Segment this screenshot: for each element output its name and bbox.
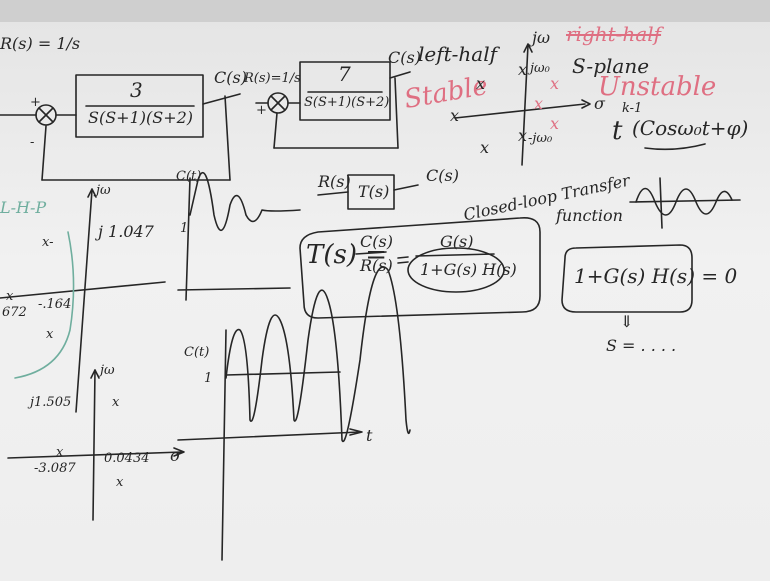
charpoly-eq: 1+G(s) H(s) = 0: [574, 266, 737, 286]
bottom-sigma: σ: [170, 448, 181, 464]
plot2-label: C(t): [184, 346, 209, 359]
bottom-jw: jω: [100, 364, 115, 377]
resonant-cos: (Cosω₀t+φ): [632, 118, 748, 138]
bottom-pole-plot: [8, 370, 184, 520]
underline: [645, 144, 705, 149]
block2-output: C(s): [388, 50, 421, 66]
pole-mark-3: x: [480, 140, 489, 156]
left-pole-mark-3: x: [46, 328, 53, 341]
block1-denominator: S(S+1)(S+2): [88, 110, 193, 126]
lhp-label: L-H-P: [0, 200, 46, 216]
pole-mark-4: x: [518, 62, 527, 78]
bottom-pole-mark-3: x: [116, 476, 123, 489]
tf-caption-2: function: [556, 208, 623, 224]
resonant-exp: k-1: [622, 102, 642, 115]
left-half-label: left-half: [418, 44, 497, 64]
plot2-t: t: [366, 428, 372, 444]
tf-C: C(s): [426, 168, 459, 184]
block1-plus: +: [30, 96, 41, 109]
block1-numerator: 3: [130, 80, 143, 100]
block1-minus: -: [30, 136, 34, 149]
charpoly-arrow: ⇓: [620, 314, 633, 330]
bottom-v2: 0.0434: [104, 452, 150, 465]
tf-eq-frac-num: C(s): [360, 234, 393, 250]
pole-mark-5: x: [518, 128, 527, 144]
left-jw: jω: [96, 184, 111, 197]
plot1-one: 1: [180, 222, 188, 235]
block-diagram-1: [0, 75, 240, 180]
tf-eq-frac-den: R(s): [360, 258, 393, 274]
block1-output: C(s): [214, 70, 247, 86]
pole-mark-red-3: x: [550, 116, 559, 132]
block1-input: R(s) = 1/s: [0, 36, 80, 52]
bottom-pole-mark-2: x: [56, 446, 63, 459]
resonant-t: t: [612, 118, 622, 144]
bottom-j-value: j1.505: [30, 396, 71, 409]
pole-mark-red-2: x: [534, 96, 543, 112]
charpoly-s: S = . . . .: [606, 338, 676, 354]
block2-plus: +: [256, 104, 267, 117]
tf-eq-den: 1+G(s) H(s): [420, 262, 517, 278]
pole-neg-jw0: -jω₀: [528, 132, 552, 145]
tf-T: T(s): [358, 184, 389, 200]
plot-2: [178, 267, 410, 560]
left-v2: 672: [2, 306, 27, 319]
pole-mark-1: x: [476, 76, 485, 92]
pole-mark-red-1: x: [550, 76, 559, 92]
block2-denominator: S(S+1)(S+2): [304, 96, 389, 109]
left-pole-mark-1: x-: [42, 236, 54, 249]
tf-R: R(s): [318, 174, 351, 190]
plot-1: [178, 173, 300, 300]
splane-jw: jω: [532, 30, 550, 46]
right-half-label: right-half: [566, 24, 661, 44]
bottom-v1: -3.087: [34, 462, 76, 475]
plot1-label: C(t): [176, 170, 201, 183]
left-pole-mark-2: x: [6, 290, 13, 303]
left-j-value: j 1.047: [98, 224, 154, 240]
left-v1: -.164: [38, 298, 71, 311]
sinusoid-sketch: [630, 178, 740, 228]
block2-numerator: 7: [338, 64, 351, 84]
pole-mark-2: x: [450, 108, 459, 124]
splane-sigma: σ: [594, 96, 605, 112]
block2-input: R(s)=1/s: [244, 72, 301, 85]
plot2-one: 1: [204, 372, 212, 385]
bottom-pole-mark-1: x: [112, 396, 119, 409]
pole-jw0: jω₀: [530, 62, 550, 75]
tf-eq-num: G(s): [440, 234, 473, 250]
unstable-label: Unstable: [598, 74, 716, 100]
